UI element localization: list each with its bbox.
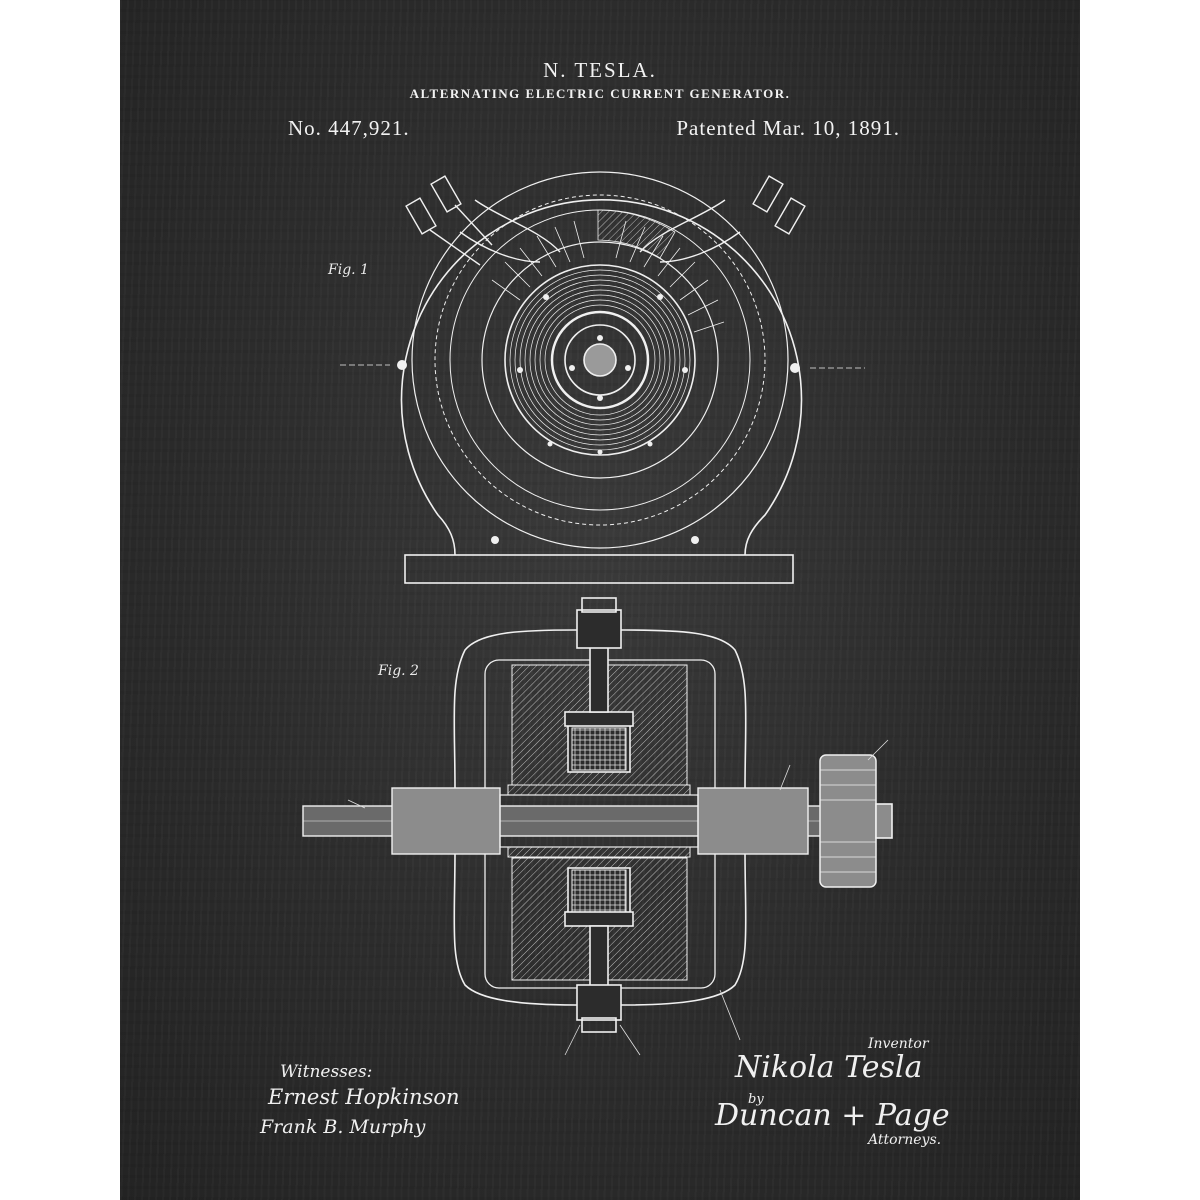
invention-title: ALTERNATING ELECTRIC CURRENT GENERATOR. — [409, 86, 791, 101]
figure-2-generator-section-view — [302, 597, 893, 1033]
inventor-signature: Nikola Tesla — [735, 1050, 923, 1085]
witness-1-signature: Ernest Hopkinson — [268, 1085, 460, 1109]
inventor-name: N. TESLA. — [543, 58, 657, 82]
figure-1-label: Fig. 1 — [328, 262, 369, 278]
witnesses-heading: Witnesses: — [280, 1062, 373, 1082]
attorneys-heading: Attorneys. — [868, 1132, 942, 1148]
patent-poster: N. TESLA. ALTERNATING ELECTRIC CURRENT G… — [120, 0, 1080, 1200]
patent-number: No. 447,921. — [288, 116, 410, 140]
inventor-heading: Inventor — [868, 1036, 929, 1052]
figure-2-label: Fig. 2 — [378, 663, 419, 679]
patent-date: Patented Mar. 10, 1891. — [676, 116, 900, 140]
witness-2-signature: Frank B. Murphy — [260, 1116, 426, 1138]
patent-drawing — [302, 171, 893, 1056]
figure-1-generator-front-view — [340, 171, 865, 584]
by-label: by — [748, 1092, 764, 1107]
attorneys-signature: Duncan + Page — [715, 1098, 950, 1133]
